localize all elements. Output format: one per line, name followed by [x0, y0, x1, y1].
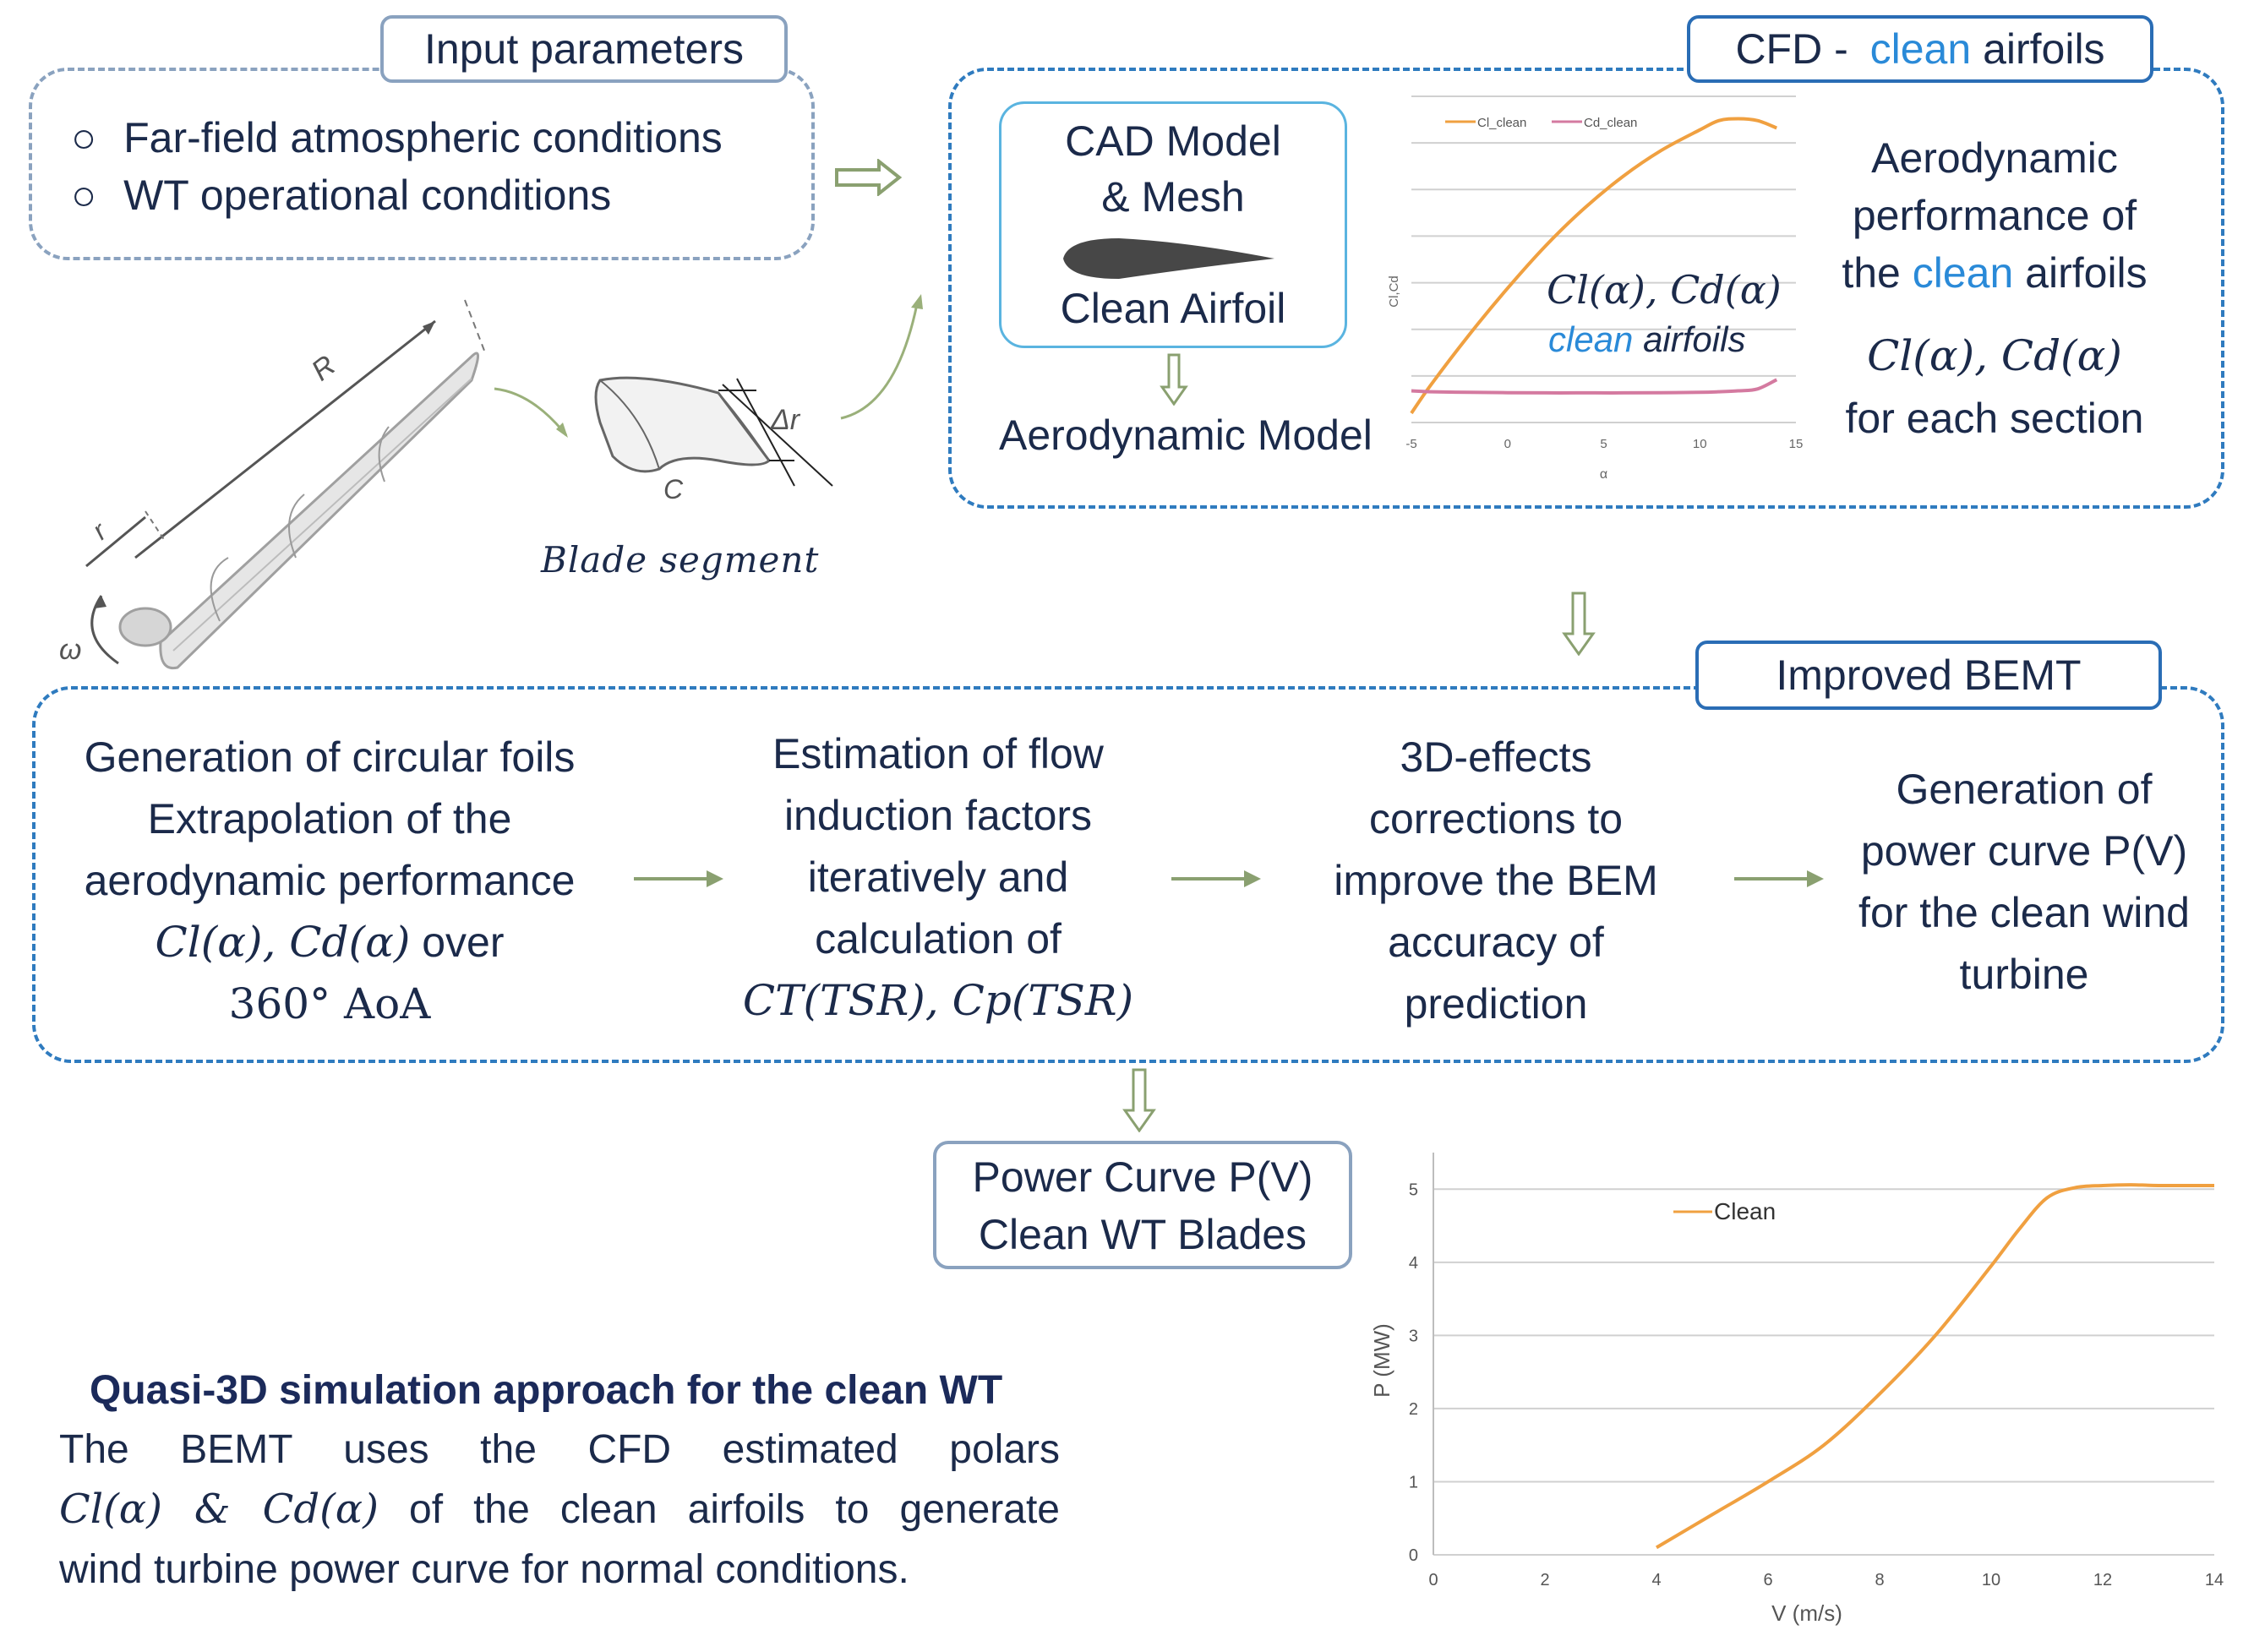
hollow-arrow-down-icon: [1160, 353, 1188, 406]
power-curve-line-2: Clean WT Blades: [978, 1211, 1307, 1258]
perf-line-5: for each section: [1845, 395, 2144, 442]
y-axis-label: Cl,Cd: [1387, 275, 1401, 308]
perf-line-2: performance of: [1852, 192, 2137, 239]
y-tick-label: 5: [1409, 1180, 1418, 1199]
bemt-step-4: Generation of power curve P(V) for the c…: [1858, 766, 2190, 998]
x-tick-label: 10: [1693, 437, 1707, 451]
cfd-tag: CFD - clean airfoils: [1687, 15, 2153, 83]
bullet-circle-icon: ○: [71, 114, 97, 161]
power-curve-line-1: Power Curve P(V): [972, 1153, 1313, 1201]
chart-caption-label: clean airfoils: [1548, 319, 1746, 359]
bullet-circle-icon: ○: [71, 172, 97, 219]
cad-mesh-label: & Mesh: [1101, 173, 1245, 221]
x-tick-label: 0: [1428, 1571, 1438, 1589]
bemt-box: [32, 686, 2224, 1063]
hollow-arrow-down-icon: [1122, 1068, 1156, 1132]
summary-line-3: wind turbine power curve for normal cond…: [59, 1547, 909, 1592]
bemt-step-3: 3D-effects corrections to improve the BE…: [1334, 733, 1658, 1028]
x-tick-label: 5: [1600, 437, 1607, 451]
chart-formula-label: Cl(α), Cd(α): [1547, 267, 1782, 313]
series-line-Cd_clean: [1411, 378, 1778, 395]
x-tick-label: -5: [1405, 437, 1416, 451]
hollow-arrow-right-icon: [835, 159, 903, 196]
x-tick-label: 4: [1651, 1571, 1661, 1589]
cad-model-box: [999, 101, 1347, 348]
input-parameters-title: Input parameters: [424, 25, 744, 73]
legend-label: Cd_clean: [1584, 116, 1637, 130]
arrow-right-icon: [1171, 870, 1261, 887]
x-tick-label: 15: [1789, 437, 1804, 451]
bemt-step-2: Estimation of flow induction factors ite…: [742, 730, 1134, 1025]
arrow-right-icon: [634, 870, 723, 887]
polar-chart: -5 0 5 10 15 α Cl,Cd Cl_clean Cd_clean: [1387, 95, 1804, 482]
blade-label-omega: ω: [59, 634, 81, 666]
perf-line-3: the clean airfoils: [1842, 249, 2148, 297]
legend-label: Cl_clean: [1477, 116, 1526, 130]
y-tick-label: 0: [1409, 1546, 1418, 1565]
y-tick-label: 3: [1409, 1327, 1418, 1345]
summary-line-2: Cl(α) & Cd(α) of the clean airfoils to g…: [59, 1486, 1061, 1533]
y-tick-label: 1: [1409, 1473, 1418, 1491]
blade-label-R: R: [306, 349, 342, 387]
bemt-step-1: Generation of circular foils Extrapolati…: [84, 733, 576, 1028]
segment-label-dr: Δr: [770, 404, 801, 436]
blade-illustration: R r ω Δr C: [59, 294, 923, 670]
cad-model-label: CAD Model: [1065, 117, 1281, 165]
summary-line-1: The BEMT uses the CFD estimated polars: [59, 1427, 1060, 1472]
x-axis-label: V (m/s): [1771, 1600, 1842, 1626]
perf-formula: Cl(α), Cd(α): [1867, 331, 2122, 380]
x-tick-label: 6: [1763, 1571, 1772, 1589]
y-axis-label: P (MW): [1369, 1323, 1394, 1398]
airfoil-shape: [1063, 238, 1274, 279]
y-tick-label: 2: [1409, 1400, 1418, 1419]
input-parameters-tag: Input parameters: [380, 15, 788, 83]
power-curve-box: [933, 1141, 1352, 1269]
x-tick-label: 2: [1540, 1571, 1549, 1589]
segment-label-C: C: [663, 474, 684, 504]
aerodynamic-model-label: Aerodynamic Model: [999, 412, 1373, 459]
y-tick-label: 4: [1409, 1254, 1418, 1273]
arrow-right-icon: [1734, 870, 1824, 887]
blade-segment-caption: Blade segment: [541, 539, 820, 581]
x-tick-label: 14: [2205, 1571, 2224, 1589]
blade-segment-shape: [594, 376, 771, 473]
summary-title: Quasi-3D simulation approach for the cle…: [90, 1368, 1003, 1413]
input-item-2: ○ WT operational conditions: [71, 172, 612, 219]
x-axis-label: α: [1600, 467, 1607, 482]
input-item-1: ○ Far-field atmospheric conditions: [71, 114, 723, 161]
x-tick-label: 12: [2093, 1571, 2112, 1589]
series-line-clean: [1655, 1183, 2215, 1550]
blade-shape: [159, 352, 479, 670]
x-tick-label: 0: [1504, 437, 1511, 451]
x-tick-label: 8: [1875, 1571, 1884, 1589]
perf-line-1: Aerodynamic: [1871, 134, 2118, 182]
hollow-arrow-down-icon: [1562, 592, 1596, 656]
x-tick-label: 10: [1982, 1571, 2000, 1589]
blade-hub: [118, 607, 172, 647]
blade-label-r: r: [86, 515, 113, 546]
cfd-box: [948, 68, 2224, 509]
bemt-tag: Improved BEMT: [1695, 641, 2162, 710]
clean-airfoil-label: Clean Airfoil: [1060, 285, 1286, 332]
legend-label: Clean: [1714, 1198, 1776, 1224]
series-line-Cl_clean: [1410, 117, 1778, 415]
